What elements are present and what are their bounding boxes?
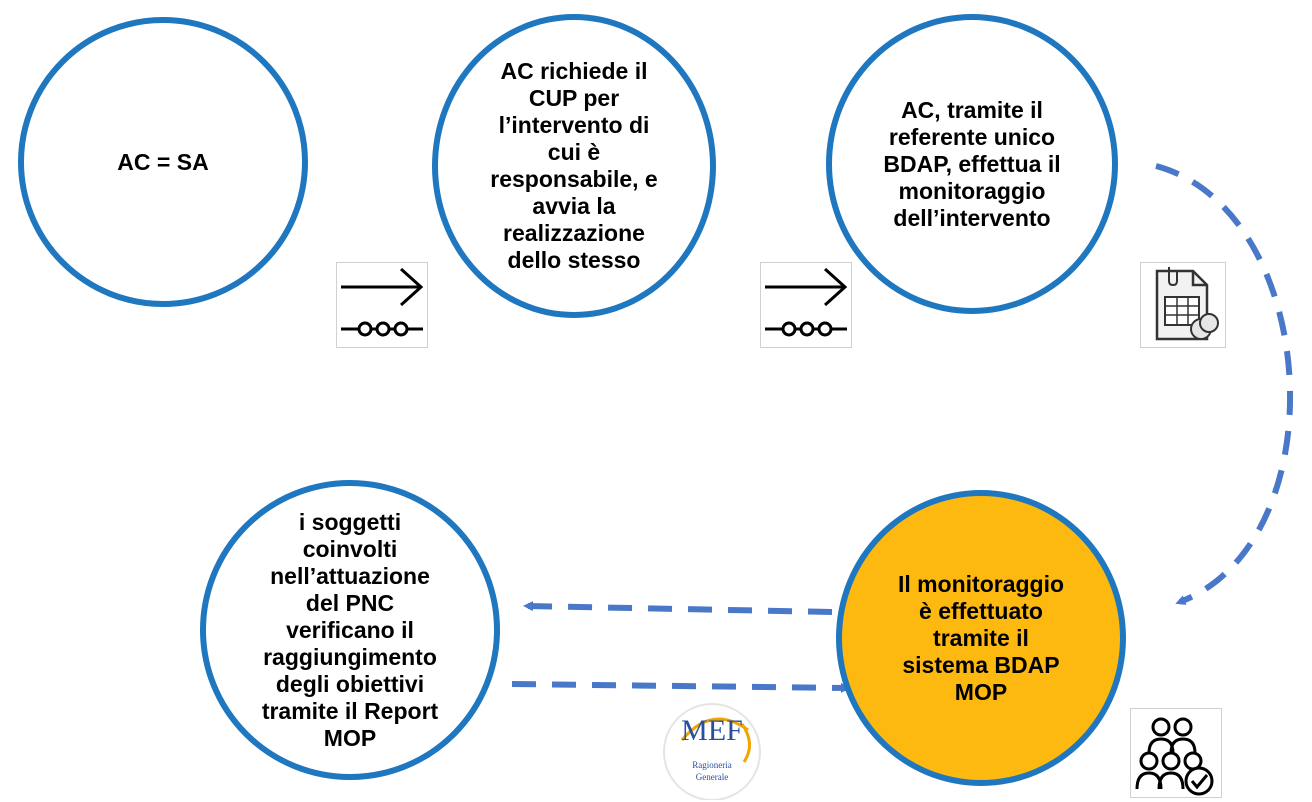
step-circle-5-highlight: Il monitoraggio è effettuato tramite il … bbox=[836, 490, 1126, 786]
document-spreadsheet-icon bbox=[1140, 262, 1226, 348]
mef-logo-name: MEF bbox=[681, 714, 743, 747]
step-2-text: AC richiede il CUP per l’intervento di c… bbox=[490, 58, 658, 273]
step-5-text: Il monitoraggio è effettuato tramite il … bbox=[897, 570, 1065, 705]
step-circle-3: AC, tramite il referente unico BDAP, eff… bbox=[826, 14, 1118, 314]
arrow-right-connector-icon bbox=[336, 262, 428, 348]
mef-logo: MEF Ragioneria Generale bbox=[660, 700, 764, 800]
step-3-text: AC, tramite il referente unico BDAP, eff… bbox=[883, 96, 1061, 231]
step-4-text: i soggetti coinvolti nell’attuazione del… bbox=[261, 508, 439, 751]
people-check-icon bbox=[1130, 708, 1222, 798]
dashed-arrow-left bbox=[523, 601, 833, 615]
dashed-curve-arrow bbox=[1155, 163, 1294, 605]
mef-logo-subtitle-2: Generale bbox=[695, 772, 729, 782]
dashed-arrow-right bbox=[511, 681, 851, 693]
step-1-text: AC = SA bbox=[117, 148, 209, 175]
step-circle-2: AC richiede il CUP per l’intervento di c… bbox=[432, 14, 716, 318]
step-circle-1: AC = SA bbox=[18, 17, 308, 307]
step-circle-4: i soggetti coinvolti nell’attuazione del… bbox=[200, 480, 500, 780]
mef-logo-subtitle-1: Ragioneria bbox=[692, 760, 732, 770]
arrow-right-connector-icon bbox=[760, 262, 852, 348]
